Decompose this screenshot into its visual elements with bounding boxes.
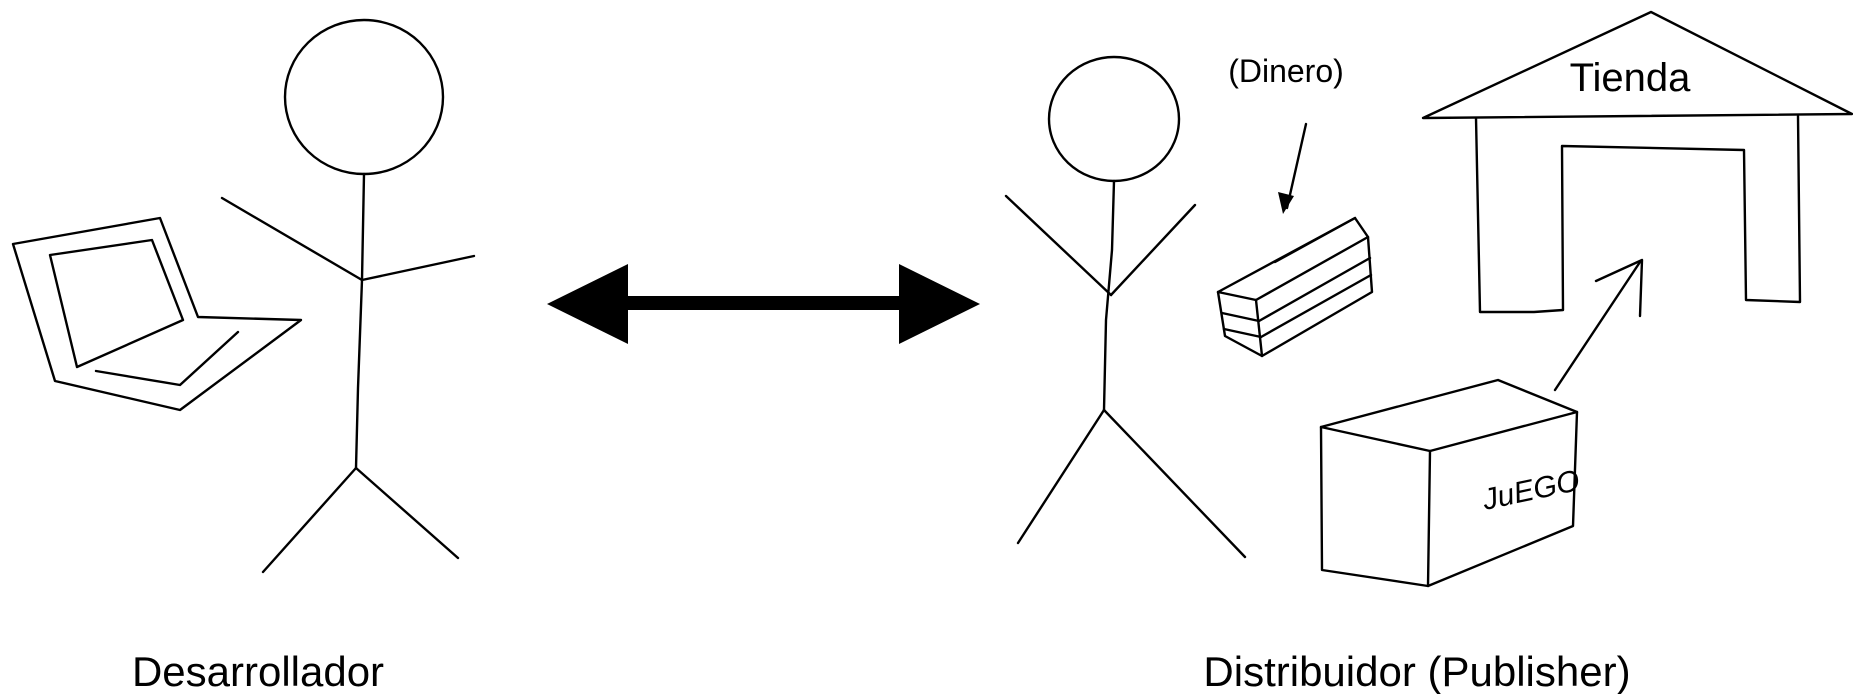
store-label: Tienda [1570, 56, 1692, 100]
store-icon [1421, 10, 1853, 314]
game-box-icon [1319, 378, 1579, 588]
money-stack-icon [1216, 216, 1374, 358]
developer-label: Desarrollador [132, 648, 384, 694]
money-label: (Dinero) [1228, 53, 1344, 89]
game-to-store-arrow-icon [1553, 258, 1644, 392]
game-box-label: JuEGO [1479, 464, 1583, 517]
money-pointer-arrow-icon [1278, 122, 1308, 214]
publisher-label: Distribuidor (Publisher) [1203, 648, 1630, 694]
developer-stick-figure-icon [220, 18, 476, 574]
double-arrow-icon [547, 264, 980, 344]
laptop-icon [11, 216, 303, 412]
publisher-stick-figure-icon [1004, 55, 1247, 559]
